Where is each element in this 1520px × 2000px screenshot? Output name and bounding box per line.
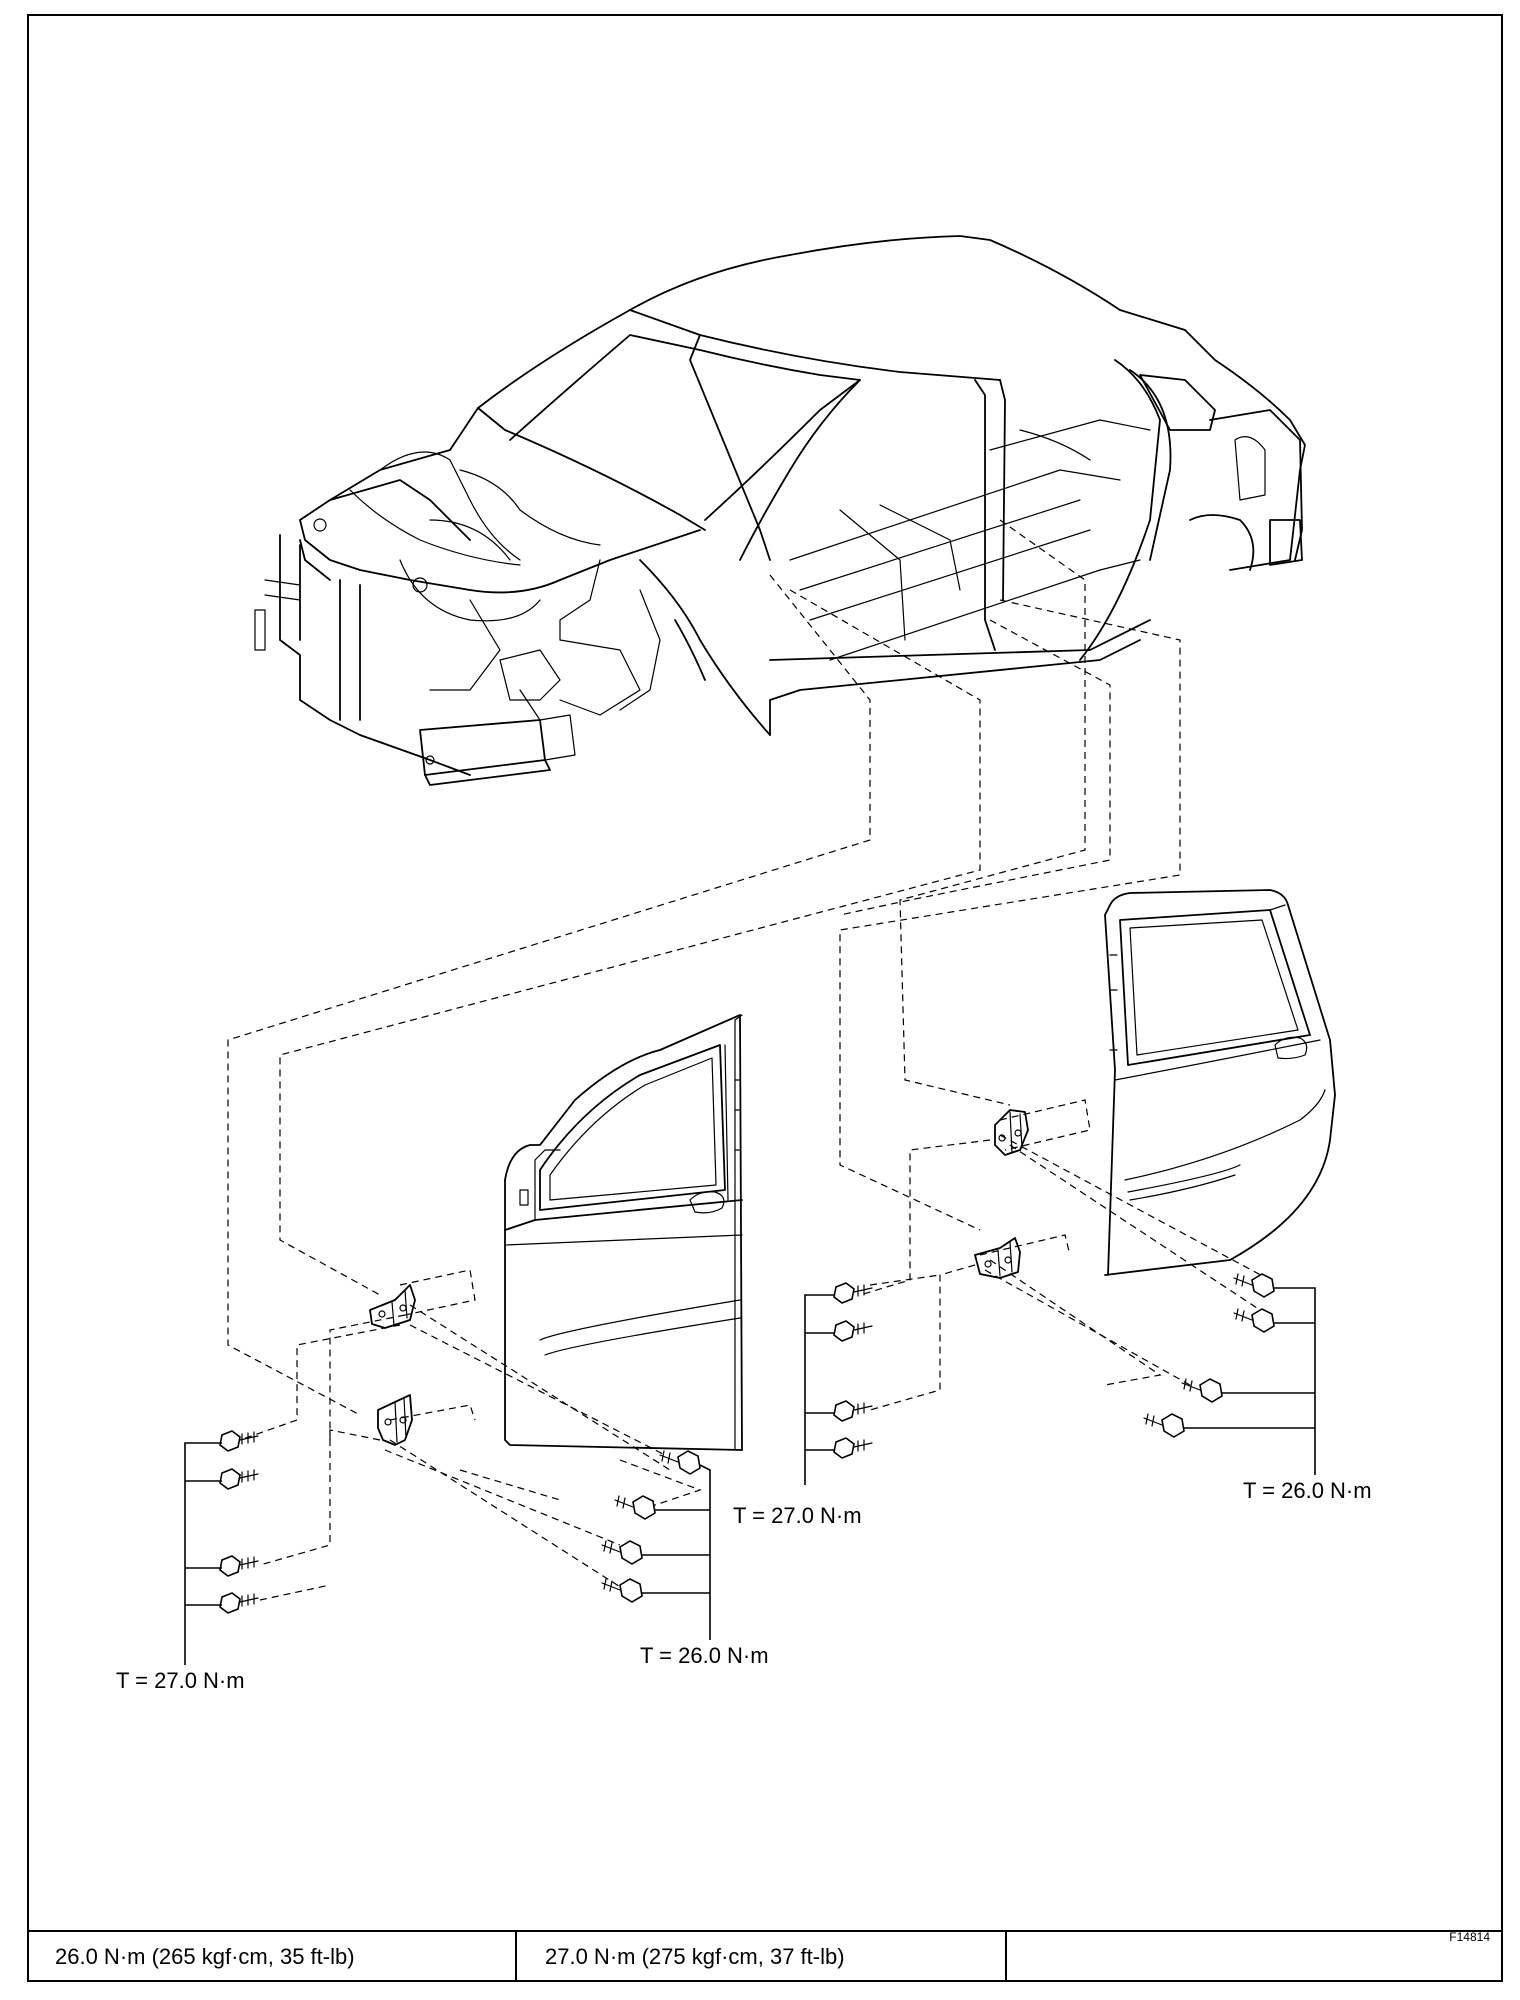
rear-inner-bolts bbox=[833, 1282, 873, 1459]
rear-door bbox=[1104, 889, 1336, 1276]
bolt bbox=[219, 1468, 259, 1490]
bolt bbox=[1233, 1308, 1275, 1333]
front-upper-hinge bbox=[369, 1284, 416, 1329]
front-outer-bolts bbox=[601, 1450, 701, 1603]
bolt bbox=[601, 1578, 643, 1603]
torque-label-rear-outer: T = 26.0 N·m bbox=[1243, 1478, 1372, 1503]
rear-upper-hinge bbox=[994, 1109, 1029, 1156]
rear-lower-hinge bbox=[974, 1237, 1021, 1279]
bolt bbox=[219, 1430, 259, 1452]
front-inner-bolts bbox=[219, 1430, 259, 1614]
spec-cell-26nm: 26.0 N·m (265 kgf·cm, 35 ft-lb) bbox=[27, 1932, 517, 1982]
figure-code: F14814 bbox=[1449, 1930, 1490, 1944]
torque-spec-table: 26.0 N·m (265 kgf·cm, 35 ft-lb) 27.0 N·m… bbox=[27, 1930, 1503, 1982]
diagram-frame bbox=[27, 14, 1503, 1982]
torque-label-front-outer: T = 26.0 N·m bbox=[640, 1643, 769, 1668]
spec-cell-empty bbox=[1007, 1932, 1503, 1982]
bolt bbox=[833, 1437, 873, 1459]
spec-cell-27nm: 27.0 N·m (275 kgf·cm, 37 ft-lb) bbox=[517, 1932, 1007, 1982]
assembly-leader-lines bbox=[227, 519, 1271, 1601]
bolt bbox=[1181, 1378, 1223, 1403]
bolt bbox=[614, 1495, 656, 1520]
bolt bbox=[833, 1320, 873, 1342]
vehicle-body-shell bbox=[254, 235, 1306, 786]
front-door bbox=[504, 1014, 743, 1451]
bolt bbox=[601, 1540, 643, 1565]
rear-outer-bolts bbox=[1143, 1273, 1275, 1438]
front-lower-hinge bbox=[377, 1394, 413, 1446]
torque-leaders bbox=[184, 1287, 1316, 1665]
bolt bbox=[1143, 1413, 1185, 1438]
bolt bbox=[659, 1450, 701, 1475]
bolt bbox=[1233, 1273, 1275, 1298]
torque-label-front-inner: T = 27.0 N·m bbox=[116, 1668, 245, 1693]
bolt bbox=[219, 1592, 259, 1614]
bolt bbox=[833, 1400, 873, 1422]
bolt bbox=[833, 1282, 873, 1304]
bolt bbox=[219, 1555, 259, 1577]
torque-label-rear-inner: T = 27.0 N·m bbox=[733, 1503, 862, 1528]
